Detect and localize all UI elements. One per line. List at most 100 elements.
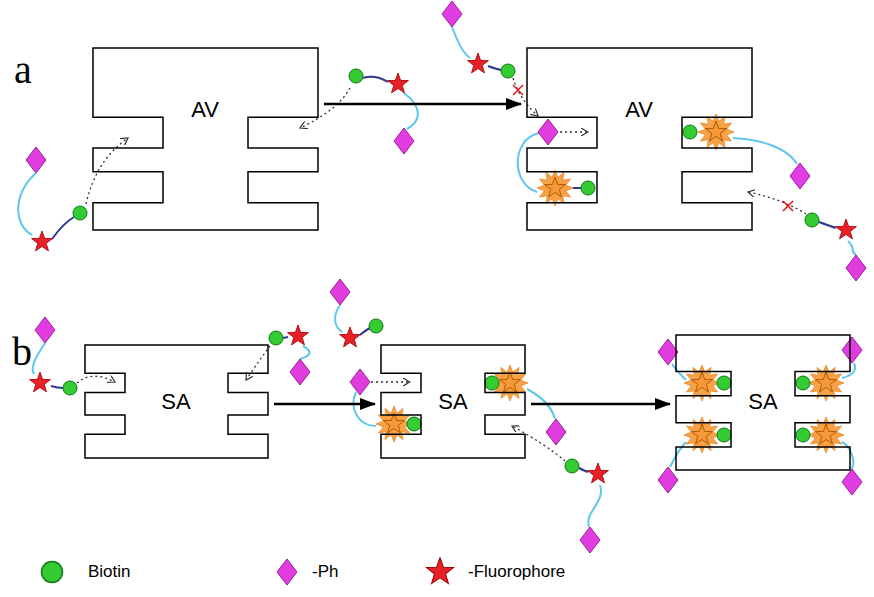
step-arrow <box>274 403 375 406</box>
legend-ph-sample <box>277 559 297 585</box>
linker <box>848 241 856 255</box>
protein-name: SA <box>161 389 190 414</box>
ph-diamond <box>546 419 566 445</box>
ph-diamond <box>442 1 462 27</box>
binding-arrow <box>560 131 588 132</box>
biotin-dot <box>717 428 731 442</box>
linker <box>18 173 36 235</box>
panel-label-holder: b <box>12 329 32 375</box>
legend-entry: -Fluorophore <box>468 562 565 582</box>
biotin-dot <box>369 319 383 333</box>
linker <box>842 442 853 469</box>
linker <box>588 485 601 527</box>
fluorophore-star <box>30 372 51 392</box>
fluorophore-star <box>288 325 309 345</box>
protein-name: SA <box>438 389 467 414</box>
bound-fluorophore <box>537 170 573 206</box>
protein-name: SA <box>748 389 777 414</box>
biotin-dot <box>73 206 87 220</box>
fluorophore-star <box>588 463 609 483</box>
fluorophore-star <box>468 53 489 73</box>
biotin-dot <box>63 381 77 395</box>
biotin-dot <box>683 125 697 139</box>
protein-outline <box>381 345 525 458</box>
biotin-dot <box>269 331 283 345</box>
binding-arrow <box>77 376 115 383</box>
legend-text: -Ph <box>312 562 338 582</box>
panel-label: b <box>12 329 32 375</box>
ph-diamond <box>538 119 558 145</box>
biotin-dot <box>485 376 499 390</box>
protein-box: AV <box>93 48 318 230</box>
ph-diamond <box>394 128 414 154</box>
ph-diamond <box>26 147 46 173</box>
spacer <box>51 386 63 388</box>
biotin-dot <box>805 213 819 227</box>
linker <box>842 363 855 378</box>
panel-label-holder: a <box>14 47 32 93</box>
legend-entry: Biotin <box>88 562 131 582</box>
linker <box>404 93 418 129</box>
spacer <box>283 337 288 338</box>
legend-fluorophore-sample <box>426 558 453 584</box>
legend-entry: -Ph <box>312 562 338 582</box>
linker <box>518 133 539 192</box>
spacer <box>488 66 501 70</box>
linker <box>353 392 376 426</box>
ph-diamond <box>580 527 600 553</box>
ph-diamond <box>842 337 862 363</box>
protein-box: AV <box>527 48 752 230</box>
ph-diamond <box>35 317 55 343</box>
protein-outline-layer <box>93 48 318 230</box>
biotin-dot <box>796 376 810 390</box>
fluorophore-star <box>388 73 409 93</box>
ph-diamond <box>290 359 310 385</box>
block-cross <box>513 85 523 95</box>
linker <box>452 27 470 58</box>
block-cross <box>783 201 793 211</box>
binding-arrow <box>512 426 565 461</box>
legend-text: -Fluorophore <box>468 562 565 582</box>
ph-diamond <box>330 279 350 305</box>
ph-diamond <box>350 369 370 395</box>
biotin-dot <box>565 459 579 473</box>
linker <box>670 442 686 467</box>
protein-outline <box>676 335 850 470</box>
ph-diamond <box>846 255 866 281</box>
ph-diamond <box>790 163 810 189</box>
block-cross <box>513 85 523 95</box>
protein-box: SA <box>381 345 525 458</box>
protein-box: SA <box>85 345 268 458</box>
fluorophore-star <box>340 327 361 347</box>
block-cross <box>783 201 793 211</box>
binding-arrow <box>300 88 350 128</box>
linker <box>300 346 310 359</box>
spacer <box>360 328 370 335</box>
spacer <box>363 77 388 82</box>
spacer <box>52 217 74 239</box>
ph-diamond <box>658 339 678 365</box>
protein-box: SA <box>676 335 850 470</box>
biotin-dot <box>581 181 595 195</box>
protein-outline <box>93 48 318 230</box>
biotin-dot <box>717 376 731 390</box>
biotin-dot <box>349 69 363 83</box>
biotin-dot <box>796 428 810 442</box>
fluorophore-star <box>836 219 857 239</box>
binding-arrow <box>246 346 270 380</box>
step-arrow <box>531 403 670 406</box>
protein-outline <box>527 48 752 230</box>
protein-outline <box>85 345 268 458</box>
fluorophore-star <box>32 231 53 251</box>
panel-label: a <box>14 47 32 93</box>
legend-text: Biotin <box>88 562 131 582</box>
spacer <box>819 222 836 228</box>
protein-name: AV <box>625 97 653 122</box>
spacer <box>579 468 588 472</box>
blocked-arrow <box>513 78 538 116</box>
bound-fluorophore <box>698 114 734 150</box>
ph-diamond <box>842 469 862 495</box>
